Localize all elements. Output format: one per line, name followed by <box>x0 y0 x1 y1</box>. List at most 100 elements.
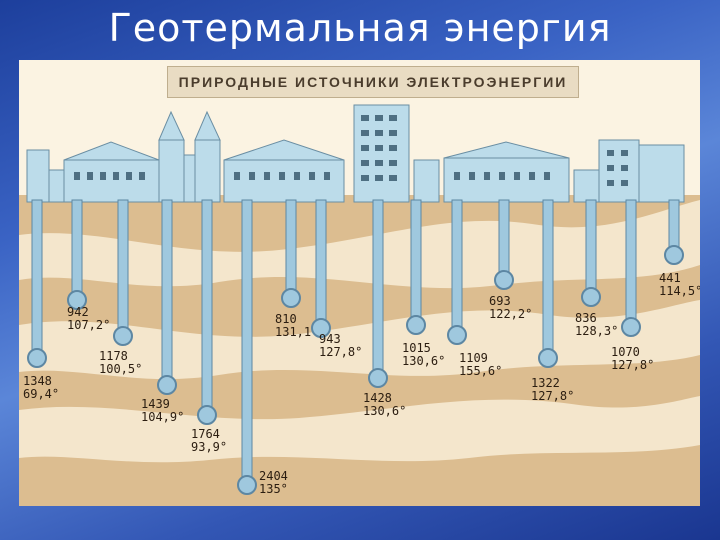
well-temperature-label: 114,5° <box>659 284 700 298</box>
well-bulb <box>157 375 177 395</box>
house-mid <box>413 159 440 203</box>
well-temperature-label: 93,9° <box>191 440 227 454</box>
well-temperature-label: 69,4° <box>23 387 59 401</box>
building-2 <box>223 159 345 203</box>
block-far-right <box>638 144 685 203</box>
well-bulb <box>494 270 514 290</box>
church-tower-2 <box>194 139 221 203</box>
well-temperature-label: 130,6° <box>402 354 445 368</box>
well-bulb <box>113 326 133 346</box>
well-bulb <box>406 315 426 335</box>
well-pipe <box>31 199 43 359</box>
well-pipe <box>542 199 554 359</box>
block-right <box>598 139 640 203</box>
well-temperature-label: 135° <box>259 482 288 496</box>
well-depth-label: 1070 <box>611 345 640 359</box>
well-pipe <box>585 199 597 298</box>
church-spire-2 <box>194 110 221 141</box>
well-temperature-label: 127,8° <box>531 389 574 403</box>
well-pipe <box>161 199 173 386</box>
well-temperature-label: 122,2° <box>489 307 532 321</box>
building-1-roof <box>63 141 160 161</box>
building-2-roof <box>223 139 345 161</box>
well-pipe <box>498 199 510 281</box>
well-bulb <box>447 325 467 345</box>
well-pipe <box>625 199 637 328</box>
well-bulb <box>237 475 257 495</box>
building-3-roof <box>443 141 570 159</box>
well-depth-label: 1322 <box>531 376 560 390</box>
well-depth-label: 441 <box>659 271 681 285</box>
well-depth-label: 943 <box>319 332 341 346</box>
well-pipe <box>451 199 463 336</box>
church-spire-1 <box>158 110 185 141</box>
well-temperature-label: 130,6° <box>363 404 406 418</box>
light-layer-3 <box>19 396 700 463</box>
well-pipe <box>372 199 384 379</box>
well-bulb <box>27 348 47 368</box>
well-temperature-label: 128,3° <box>575 324 618 338</box>
building-windows <box>74 115 628 186</box>
well-depth-label: 693 <box>489 294 511 308</box>
well-depth-label: 1764 <box>191 427 220 441</box>
well-bulb <box>368 368 388 388</box>
building-3 <box>443 157 570 203</box>
well-pipe <box>117 199 129 337</box>
well-bulb <box>67 290 87 310</box>
well-temperature-label: 104,9° <box>141 410 184 424</box>
buildings-row <box>26 104 685 203</box>
well-depth-label: 1015 <box>402 341 431 355</box>
light-layer-2 <box>19 300 700 380</box>
building-1 <box>63 159 160 203</box>
well-bulb <box>197 405 217 425</box>
well-temperature-label: 155,6° <box>459 364 502 378</box>
well-pipe <box>201 199 213 416</box>
well-bulb <box>281 288 301 308</box>
well-bulb <box>538 348 558 368</box>
banner-title: ПРИРОДНЫЕ ИСТОЧНИКИ ЭЛЕКТРОЭНЕРГИИ <box>167 66 579 98</box>
church-tower-1 <box>158 139 185 203</box>
light-layer-1 <box>19 200 700 289</box>
house-right <box>573 169 600 203</box>
well-temperature-label: 127,8° <box>611 358 654 372</box>
well-bulb <box>311 318 331 338</box>
well-temperature-label: 131,1° <box>275 325 318 339</box>
well-temperature-label: 127,8° <box>319 345 362 359</box>
well-pipe <box>285 199 297 299</box>
well-depth-label: 1348 <box>23 374 52 388</box>
well-depth-label: 836 <box>575 311 597 325</box>
well-temperature-label: 107,2° <box>67 318 110 332</box>
well-depth-label: 2404 <box>259 469 288 483</box>
well-pipe <box>315 199 327 329</box>
church-nave <box>183 154 196 203</box>
well-depth-label: 1109 <box>459 351 488 365</box>
slide-title: Геотермальная энергия <box>108 6 612 50</box>
well-bulb <box>664 245 684 265</box>
well-depth-label: 810 <box>275 312 297 326</box>
well-depth-label: 942 <box>67 305 89 319</box>
well-depth-label: 1178 <box>99 349 128 363</box>
well-bulb <box>621 317 641 337</box>
well-pipe <box>71 199 83 301</box>
well-depth-label: 1439 <box>141 397 170 411</box>
geothermal-diagram: 134869,4°942107,2°1178100,5°1439104,9°17… <box>19 100 700 506</box>
well-bulb <box>581 287 601 307</box>
tower-left <box>26 149 50 203</box>
well-pipe <box>410 199 422 326</box>
wells-layer: 134869,4°942107,2°1178100,5°1439104,9°17… <box>23 199 700 496</box>
